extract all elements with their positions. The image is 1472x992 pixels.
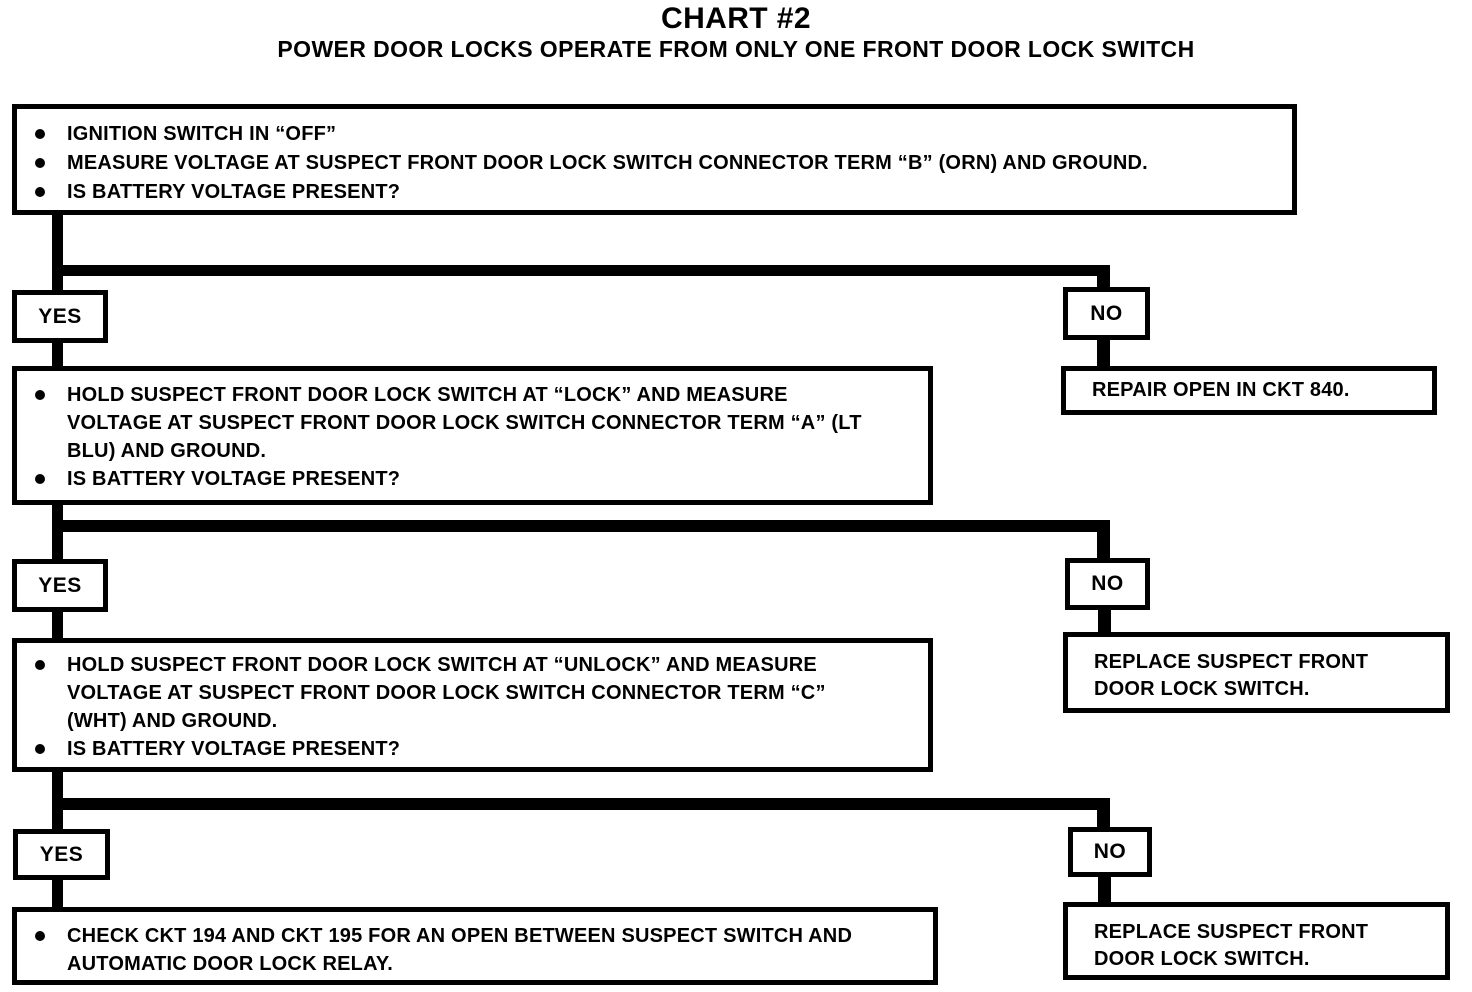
result-text: REPAIR OPEN IN CKT 840. — [1092, 379, 1350, 401]
bullet-icon — [35, 390, 45, 400]
bullet-text: IS BATTERY VOLTAGE PRESENT? — [67, 738, 401, 760]
no-box-1: NO — [1063, 287, 1150, 340]
bullet-icon — [35, 744, 45, 754]
result-box-replace-switch-2: REPLACE SUSPECT FRONT DOOR LOCK SWITCH. — [1063, 632, 1450, 713]
no-label: NO — [1090, 301, 1123, 325]
yes-box-2: YES — [12, 559, 108, 612]
bullet-text: MEASURE VOLTAGE AT SUSPECT FRONT DOOR LO… — [67, 152, 1148, 174]
connector-bar-1 — [52, 265, 1110, 276]
bullet-text: IS BATTERY VOLTAGE PRESENT? — [67, 181, 401, 203]
action-box-check-ckt: CHECK CKT 194 AND CKT 195 FOR AN OPEN BE… — [12, 907, 938, 985]
yes-box-1: YES — [12, 290, 108, 343]
yes-box-3: YES — [13, 829, 110, 880]
bullet-icon — [35, 931, 45, 941]
connector-line-bar1-no1 — [1097, 265, 1110, 287]
bullet-list: IGNITION SWITCH IN “OFF” MEASURE VOLTAGE… — [17, 120, 1292, 207]
yes-label: YES — [38, 573, 82, 597]
question-box-1: IGNITION SWITCH IN “OFF” MEASURE VOLTAGE… — [12, 104, 1297, 215]
result-box-repair-ckt-840: REPAIR OPEN IN CKT 840. — [1061, 366, 1437, 415]
yes-label: YES — [39, 842, 84, 866]
bullet-icon — [35, 129, 45, 139]
connector-line-no3-result3 — [1098, 877, 1111, 902]
bullet-item: IS BATTERY VOLTAGE PRESENT? — [17, 465, 928, 493]
connector-line-no1-result1 — [1097, 340, 1110, 366]
no-label: NO — [1093, 840, 1127, 863]
bullet-list: HOLD SUSPECT FRONT DOOR LOCK SWITCH AT “… — [17, 651, 928, 763]
bullet-icon — [35, 187, 45, 197]
bullet-text: HOLD SUSPECT FRONT DOOR LOCK SWITCH AT “… — [67, 654, 826, 732]
bullet-item: IS BATTERY VOLTAGE PRESENT? — [17, 735, 928, 763]
bullet-icon — [35, 474, 45, 484]
connector-line-q2-yes2 — [52, 505, 63, 559]
bullet-text: IGNITION SWITCH IN “OFF” — [67, 123, 337, 145]
bullet-item: IGNITION SWITCH IN “OFF” — [17, 120, 1292, 149]
result-text: REPLACE SUSPECT FRONT DOOR LOCK SWITCH. — [1094, 651, 1369, 700]
bullet-text: IS BATTERY VOLTAGE PRESENT? — [67, 468, 401, 490]
no-label: NO — [1091, 572, 1124, 595]
connector-line-no2-result2 — [1098, 610, 1111, 632]
bullet-item: HOLD SUSPECT FRONT DOOR LOCK SWITCH AT “… — [17, 381, 928, 465]
chart-title: CHART #2 — [661, 2, 811, 35]
yes-label: YES — [38, 304, 82, 328]
bullet-list: HOLD SUSPECT FRONT DOOR LOCK SWITCH AT “… — [17, 381, 928, 493]
no-box-2: NO — [1065, 558, 1150, 610]
connector-line-yes3-final — [52, 880, 63, 907]
question-box-2: HOLD SUSPECT FRONT DOOR LOCK SWITCH AT “… — [12, 366, 933, 505]
bullet-text: HOLD SUSPECT FRONT DOOR LOCK SWITCH AT “… — [67, 384, 862, 462]
connector-line-bar3-no3 — [1097, 798, 1110, 827]
connector-bar-2 — [52, 520, 1110, 532]
bullet-item: HOLD SUSPECT FRONT DOOR LOCK SWITCH AT “… — [17, 651, 928, 735]
no-box-3: NO — [1068, 827, 1152, 877]
bullet-item: IS BATTERY VOLTAGE PRESENT? — [17, 178, 1292, 207]
connector-line-yes1-q2 — [52, 343, 63, 366]
connector-line-bar2-no2 — [1097, 520, 1110, 558]
result-box-replace-switch-3: REPLACE SUSPECT FRONT DOOR LOCK SWITCH. — [1063, 902, 1450, 980]
connector-line-yes2-q3 — [52, 612, 63, 638]
bullet-icon — [35, 158, 45, 168]
bullet-item: MEASURE VOLTAGE AT SUSPECT FRONT DOOR LO… — [17, 149, 1292, 178]
bullet-text: CHECK CKT 194 AND CKT 195 FOR AN OPEN BE… — [67, 925, 853, 975]
connector-line-q1-yes1 — [52, 215, 63, 290]
question-box-3: HOLD SUSPECT FRONT DOOR LOCK SWITCH AT “… — [12, 638, 933, 772]
result-text: REPLACE SUSPECT FRONT DOOR LOCK SWITCH. — [1094, 921, 1369, 970]
bullet-icon — [35, 660, 45, 670]
bullet-item: CHECK CKT 194 AND CKT 195 FOR AN OPEN BE… — [17, 922, 933, 978]
bullet-list: CHECK CKT 194 AND CKT 195 FOR AN OPEN BE… — [17, 922, 933, 978]
connector-bar-3 — [52, 798, 1110, 810]
chart-subtitle: POWER DOOR LOCKS OPERATE FROM ONLY ONE F… — [277, 36, 1195, 62]
